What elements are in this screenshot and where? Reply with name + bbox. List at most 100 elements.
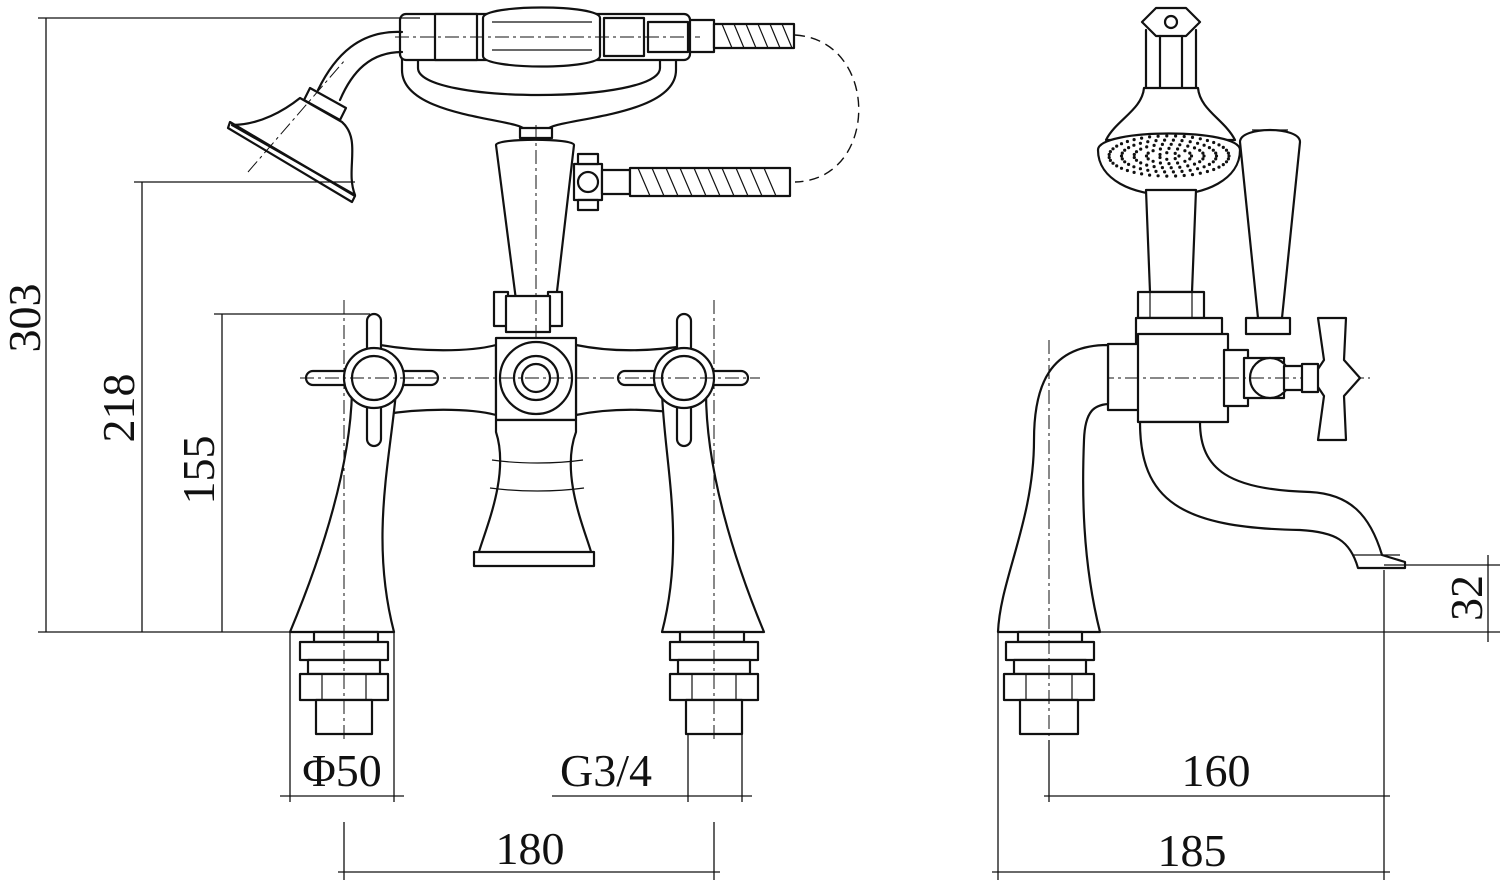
shower-hole (1123, 148, 1127, 152)
dim-spout-height: 155 (173, 436, 224, 505)
shower-hole (1214, 154, 1219, 158)
shower-hole (1221, 163, 1225, 167)
diverter-column (492, 125, 792, 420)
shower-hole (1207, 162, 1211, 166)
shower-hole (1173, 157, 1177, 161)
shower-hole (1186, 144, 1190, 148)
shower-hole (1212, 140, 1216, 145)
shower-hole (1120, 151, 1124, 155)
shower-hole (1125, 139, 1129, 144)
left-pillar (288, 300, 398, 740)
shower-hole (1160, 166, 1164, 170)
shower-hole (1182, 173, 1186, 178)
shower-hole (1165, 134, 1169, 138)
shower-hole (1205, 169, 1209, 174)
shower-hole (1189, 154, 1194, 158)
shower-hole (1171, 138, 1175, 142)
shower-hole (1188, 151, 1192, 155)
shower-hole (1107, 152, 1111, 157)
shower-hole (1151, 159, 1155, 163)
shower-hole (1160, 142, 1164, 146)
shower-hole (1108, 158, 1112, 162)
shower-hole (1158, 147, 1162, 151)
shower-hole (1174, 134, 1178, 138)
shower-hole (1201, 151, 1205, 155)
shower-hole (1188, 140, 1192, 144)
shower-hole (1165, 174, 1169, 178)
shower-hole (1107, 155, 1111, 160)
shower-hole (1221, 145, 1225, 149)
shower-hole (1182, 134, 1186, 139)
shower-hole (1212, 167, 1216, 172)
shower-hole (1176, 161, 1180, 165)
shower-hole (1167, 146, 1171, 150)
shower-hole (1192, 162, 1197, 166)
shower-hole (1226, 157, 1230, 161)
shower-hole (1188, 168, 1192, 172)
shower-hole (1119, 166, 1124, 170)
shower-hole (1154, 139, 1158, 143)
shower-hole (1132, 165, 1136, 169)
shower-hole (1169, 142, 1173, 146)
shower-hole (1178, 143, 1182, 147)
shower-hole (1178, 165, 1182, 169)
shower-hole (1188, 157, 1192, 161)
shower-hole (1165, 157, 1169, 161)
shower-hole (1152, 143, 1156, 147)
shower-hole (1226, 151, 1230, 155)
shower-hole (1214, 157, 1218, 161)
right-pillar (660, 300, 766, 740)
shower-hole (1111, 147, 1115, 151)
shower-hole (1120, 157, 1124, 161)
shower-hole (1152, 165, 1156, 169)
shower-hole (1180, 139, 1184, 143)
shower-hole (1145, 145, 1149, 149)
shower-hole (1227, 154, 1231, 158)
shower-hole (1183, 149, 1187, 153)
shower-hole (1214, 151, 1218, 155)
shower-hole (1115, 144, 1119, 148)
shower-hole (1158, 155, 1162, 160)
shower-hole (1115, 164, 1119, 168)
shower-hole (1156, 134, 1160, 138)
shower-hole (1183, 159, 1187, 163)
shower-hole (1158, 152, 1162, 157)
shower-hole (1151, 149, 1155, 153)
shower-hole (1145, 163, 1149, 167)
shower-hole (1132, 152, 1136, 157)
shower-hole (1146, 151, 1150, 155)
handset (395, 6, 700, 68)
shower-hole (1202, 154, 1206, 158)
shower-hole (1139, 161, 1143, 165)
upper-hose (686, 18, 796, 54)
dim-base-diameter: Φ50 (302, 745, 382, 796)
shower-hole (1211, 160, 1215, 164)
shower-hole (1148, 135, 1152, 139)
side-lever (1238, 128, 1302, 336)
shower-hole (1127, 146, 1131, 150)
front-spout (472, 418, 596, 568)
shower-hole (1127, 162, 1131, 166)
dimension-labels: 303 218 155 32 Φ50 G3/4 180 160 185 (0, 284, 1492, 877)
shower-hole (1196, 167, 1200, 171)
shower-hole (1119, 154, 1124, 158)
shower-hole (1111, 161, 1115, 165)
shower-hole (1163, 138, 1167, 142)
shower-hole (1144, 154, 1149, 158)
shower-hole (1211, 148, 1215, 152)
shower-hole (1169, 166, 1173, 170)
dim-centres: 180 (496, 823, 565, 874)
shower-hole (1165, 151, 1169, 155)
dim-spout-projection: 160 (1182, 745, 1251, 796)
shower-hole (1163, 170, 1167, 174)
shower-hole (1174, 174, 1178, 178)
shower-hole (1224, 148, 1229, 152)
shower-hole (1154, 169, 1158, 173)
shower-hole (1202, 143, 1206, 147)
shower-hole (1198, 137, 1202, 141)
dim-spout-clearance: 32 (1441, 575, 1492, 621)
shower-hole (1146, 140, 1150, 144)
shower-head (226, 30, 404, 204)
shower-hole (1156, 174, 1160, 178)
